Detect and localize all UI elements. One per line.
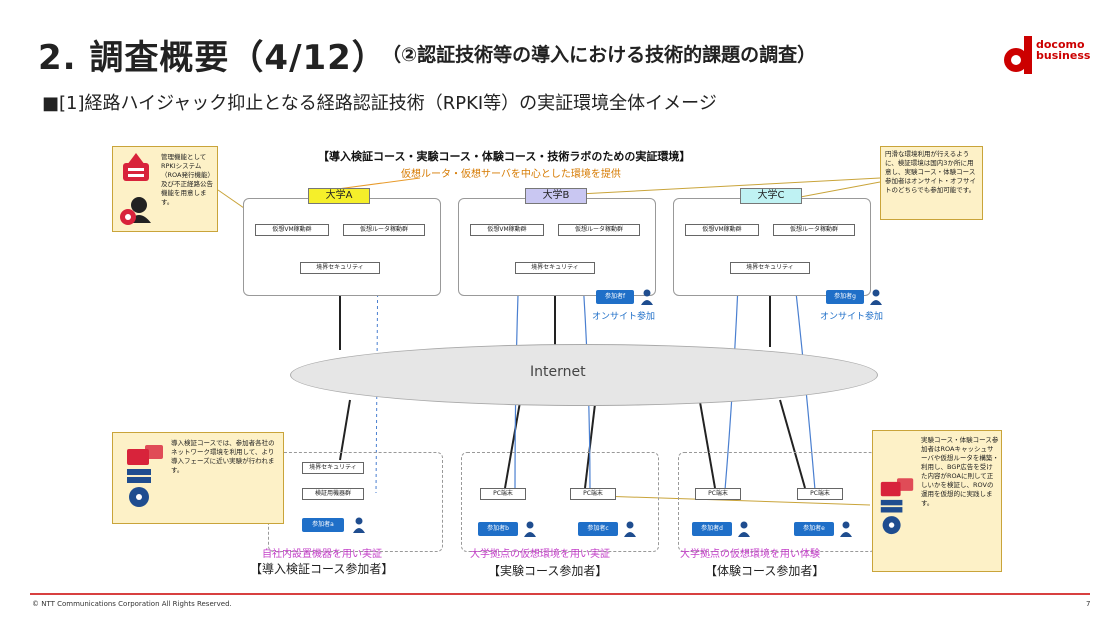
university-c-label: 大学C (740, 188, 802, 204)
logo-line2: business (1036, 49, 1091, 62)
vm-group-a: 仮想VM稼動群 (255, 224, 329, 236)
group-experiment-box (461, 452, 659, 552)
onsite-label-g: オンサイト参加 (820, 312, 884, 322)
page-title: 2. 調査概要（4/12） (38, 38, 387, 78)
internet-cloud (290, 344, 878, 406)
participant-a: 参加者a (302, 518, 344, 532)
person-icon (524, 521, 536, 537)
hacker-icon (120, 197, 151, 225)
pc-terminal-e: PC端末 (797, 488, 843, 500)
university-a-box (243, 198, 441, 296)
note-bottom-right: 実験コース・体験コース参加者はROAキャッシュサーバや仮想ルータを構築・利用し、… (921, 436, 999, 507)
participant-b: 参加者b (478, 522, 518, 536)
logo-text: docomo business (1036, 39, 1090, 61)
label-experience: 【体験コース参加者】 (705, 564, 825, 578)
server-network-icon (880, 478, 914, 535)
university-b-box (458, 198, 656, 296)
participant-c: 参加者c (578, 522, 618, 536)
caption-intro: 自社内設置機器を用い実証 (262, 549, 382, 560)
person-icon (353, 517, 365, 533)
server-alert-icon (123, 153, 149, 181)
page-subtitle: （②認証技術等の導入における技術的課題の調査） (382, 44, 817, 66)
pc-terminal-c: PC端末 (570, 488, 616, 500)
person-icon (641, 289, 653, 305)
person-icon (624, 521, 636, 537)
section-heading: ■[1]経路ハイジャック抑止となる経路認証技術（RPKI等）の実証環境全体イメー… (42, 93, 717, 114)
label-experiment: 【実験コース参加者】 (488, 564, 608, 578)
participant-e: 参加者e (794, 522, 834, 536)
person-icon (738, 521, 750, 537)
server-network-icon (127, 445, 163, 507)
internet-label: Internet (530, 364, 586, 380)
participant-f: 参加者f (596, 290, 634, 304)
router-group-a: 仮想ルータ稼動群 (343, 224, 425, 236)
university-a-label: 大学A (308, 188, 370, 204)
note-bottom-left: 導入検証コースでは、参加者各社のネットワーク環境を利用して、より導入フェーズに近… (171, 439, 275, 474)
university-b-label: 大学B (525, 188, 587, 204)
note-top-right: 円滑な環境利用が行えるように、検証環境は国内3か所に用意し、実験コース・体験コー… (880, 146, 983, 220)
logo-line1: docomo (1036, 38, 1085, 51)
diagram-title: 【導入検証コース・実験コース・体験コース・技術ラボのための実証環境】 (318, 150, 691, 163)
security-c: 境界セキュリティ (730, 262, 810, 274)
pc-terminal-d: PC端末 (695, 488, 741, 500)
onsite-label-f: オンサイト参加 (592, 312, 656, 322)
security-b: 境界セキュリティ (515, 262, 595, 274)
university-c-box (673, 198, 871, 296)
note-bottom-right-box: 実験コース・体験コース参加者はROAキャッシュサーバや仮想ルータを構築・利用し、… (872, 430, 1002, 572)
router-group-c: 仮想ルータ稼動群 (773, 224, 855, 236)
copyright: © NTT Communications Corporation All Rig… (32, 600, 232, 608)
caption-experience: 大学拠点の仮想環境を用い体験 (680, 549, 820, 560)
verification-devices: 検証用機器群 (302, 488, 364, 500)
vm-group-c: 仮想VM稼動群 (685, 224, 759, 236)
router-group-b: 仮想ルータ稼動群 (558, 224, 640, 236)
note-top-left: 管理機能として RPKIシステム （ROA発行機能）及び不正経路公告機能を用意し… (161, 153, 214, 206)
label-intro: 【導入検証コース参加者】 (250, 562, 394, 576)
participant-d: 参加者d (692, 522, 732, 536)
note-bottom-left-box: 導入検証コースでは、参加者各社のネットワーク環境を利用して、より導入フェーズに近… (112, 432, 284, 524)
caption-experiment: 大学拠点の仮想環境を用い実証 (470, 549, 610, 560)
diagram-subtitle: 仮想ルータ・仮想サーバを中心とした環境を提供 (401, 169, 621, 180)
security-bottom: 境界セキュリティ (302, 462, 364, 474)
note-top-left-box: 管理機能として RPKIシステム （ROA発行機能）及び不正経路公告機能を用意し… (112, 146, 218, 232)
person-icon (870, 289, 882, 305)
docomo-logo-icon (1004, 36, 1032, 74)
pc-terminal-b: PC端末 (480, 488, 526, 500)
vm-group-b: 仮想VM稼動群 (470, 224, 544, 236)
page-number: 7 (1086, 600, 1091, 608)
security-a: 境界セキュリティ (300, 262, 380, 274)
participant-g: 参加者g (826, 290, 864, 304)
person-icon (840, 521, 852, 537)
